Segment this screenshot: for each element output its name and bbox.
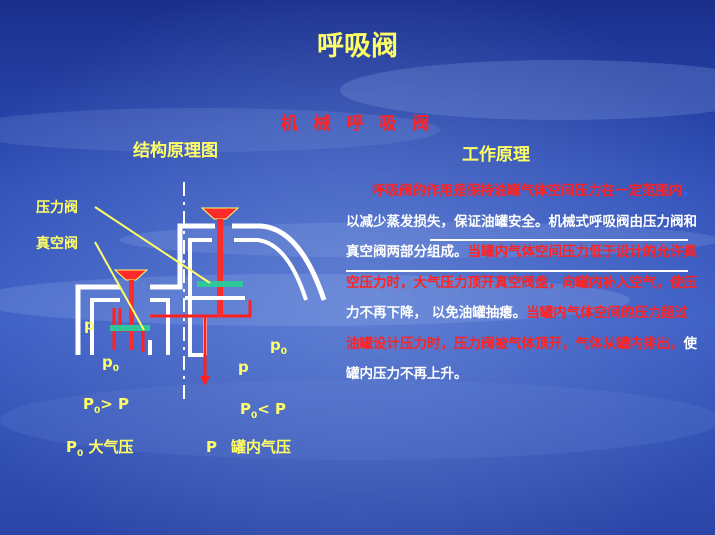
pressure-valve-seat <box>185 296 245 300</box>
condition-left: P0> P <box>83 395 130 416</box>
pipe-inner-right <box>188 238 308 301</box>
legend-p0: P0 大气压 <box>66 438 134 459</box>
subtitle: 机 械 呼 吸 阀 <box>280 114 435 134</box>
label-p-left: p <box>84 316 95 334</box>
pressure-valve-disc <box>197 281 243 287</box>
pipe-outline-left <box>75 223 327 355</box>
label-pressure-valve: 压力阀 <box>36 200 78 216</box>
para-white-2: 力不再下降， 以免油罐抽瘪。 <box>346 305 527 321</box>
para-comma: ， <box>682 183 697 199</box>
flow-arrow <box>200 376 210 386</box>
leader-vacuum <box>94 241 145 331</box>
diagram-heading: 结构原理图 <box>133 141 218 161</box>
principle-paragraph: 呼吸阀的作用是保持油罐气体空间压力在一定范围内， 以减少蒸发损失，保证油罐安全。机… <box>346 176 698 390</box>
para-red-3: 当罐内气体空间的压力超过油罐设计压力时，压力阀被气体顶开，气体从罐内排出， <box>346 305 689 352</box>
para-white-1: 以减少蒸发损失，保证油罐安全。机械式呼吸阀由压力阀和真空阀两部分组成。 <box>346 213 697 261</box>
label-vacuum-valve: 真空阀 <box>36 236 78 252</box>
flow-red-right <box>150 300 252 380</box>
para-white-3: 使罐内压力不再上升。 <box>346 335 697 383</box>
vacuum-valve-disc <box>110 325 150 331</box>
pressure-valve-stem <box>217 219 223 317</box>
principle-heading: 工作原理 <box>462 145 530 165</box>
page-title: 呼吸阀 <box>317 31 398 62</box>
pressure-valve-cap <box>200 207 240 220</box>
para-red-1: 呼吸阀的作用是保持油罐气体空间压力在一定范围内 <box>372 183 683 199</box>
condition-right: P0< P <box>240 400 287 421</box>
leader-pressure <box>94 206 211 284</box>
para-red-2: 当罐内气体空间压力低于设计的允许真空压力时，大气压力顶开真空阀盘，向罐内补入空气… <box>346 244 697 291</box>
vacuum-valve-stem <box>129 280 134 350</box>
pipe-bottom <box>148 300 207 357</box>
label-p0-left: p0 <box>102 353 120 374</box>
pipe-inner-left <box>90 298 170 355</box>
vacuum-valve-cap <box>113 269 149 281</box>
label-p0-right: p0 <box>270 336 288 357</box>
label-p-right: p <box>238 358 249 376</box>
